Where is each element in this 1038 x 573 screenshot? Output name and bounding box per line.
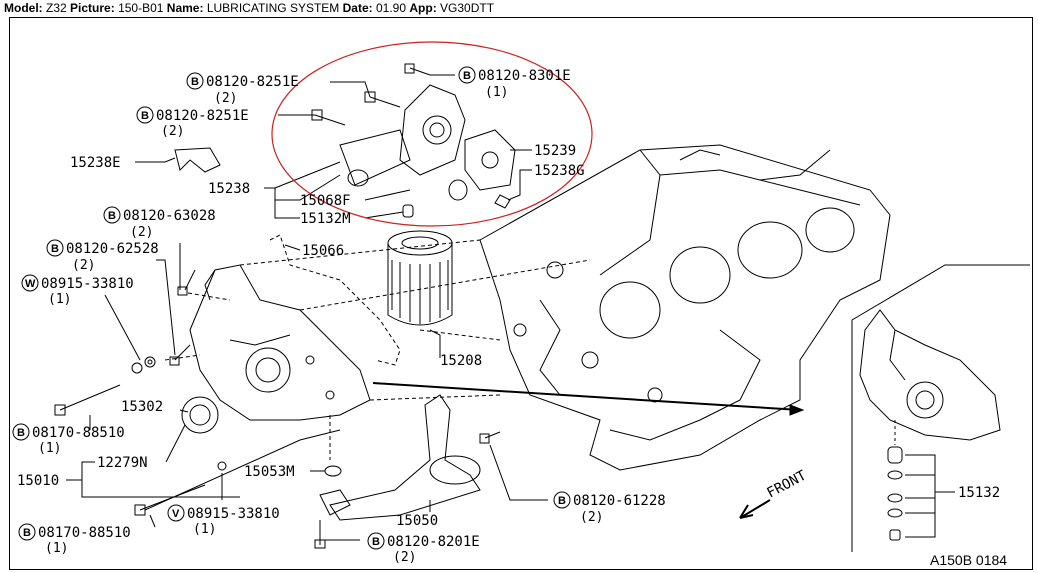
mark-b-4: B: [108, 210, 116, 222]
part-labels: 08120-8251E (2) 08120-8251E (2) 08120-83…: [17, 68, 1007, 568]
mark-v-1: V: [172, 508, 180, 520]
part-15066: 15066: [302, 243, 344, 259]
name-label: Name:: [166, 1, 204, 15]
app-label: App:: [409, 1, 437, 15]
picture-value: 150-B01: [118, 1, 164, 15]
mark-b-2: B: [141, 110, 149, 122]
mark-b-8: B: [558, 495, 566, 507]
qty-08170-88510-lower: (1): [45, 541, 68, 556]
mark-w-1: W: [25, 278, 36, 290]
date-value: 01.90: [376, 1, 407, 15]
part-15238: 15238: [208, 181, 250, 197]
bolts-drawing: [54, 63, 501, 549]
part-08120-8301E: 08120-8301E: [478, 68, 571, 84]
part-08120-63028: 08120-63028: [123, 208, 216, 224]
oil-strainer-drawing: [319, 394, 481, 521]
part-08120-61228: 08120-61228: [573, 493, 666, 509]
part-08120-8251E-lower: 08120-8251E: [156, 108, 249, 124]
part-15238G: 15238G: [534, 163, 585, 179]
qty-08120-62528: (2): [72, 258, 95, 273]
circled-marks: B B B B B W B V B B B: [12, 66, 571, 550]
qty-08120-61228: (2): [580, 510, 603, 525]
qty-08120-8251E-lower: (2): [161, 124, 184, 139]
dipstick-guide-drawing: [144, 429, 341, 511]
oil-pump-drawing: [189, 264, 371, 421]
part-08170-88510-lower: 08170-88510: [38, 525, 131, 541]
mark-b-3: B: [463, 70, 471, 82]
page-header: Model: Z32 Picture: 150-B01 Name: LUBRIC…: [0, 0, 1038, 18]
part-15302: 15302: [121, 399, 163, 415]
date-label: Date:: [342, 1, 373, 15]
mark-b-6: B: [17, 427, 25, 439]
front-seal-drawing: [181, 396, 219, 434]
mark-b-7: B: [23, 527, 31, 539]
diagram-frame: [9, 17, 1033, 570]
inset-pump-drawing: [859, 309, 1001, 541]
part-15050: 15050: [396, 513, 438, 529]
part-08915-33810-lower: 08915-33810: [187, 506, 280, 522]
qty-08120-63028: (2): [130, 225, 153, 240]
mark-b-9: B: [372, 536, 380, 548]
gasket-drawing: [269, 234, 401, 366]
part-08120-8251E-upper: 08120-8251E: [206, 74, 299, 90]
detail-arrow: [372, 382, 801, 411]
highlight-ellipse: [271, 41, 593, 227]
mark-b-1: B: [191, 76, 199, 88]
illustration-code: A150B 0184: [930, 552, 1007, 568]
oil-filter-drawing: [387, 230, 453, 326]
qty-08120-8301E: (1): [485, 85, 508, 100]
part-12279N: 12279N: [97, 455, 148, 471]
front-label: FRONT: [764, 467, 809, 501]
part-15053M: 15053M: [244, 464, 295, 480]
name-value: LUBRICATING SYSTEM: [206, 1, 340, 15]
part-15068F: 15068F: [300, 193, 351, 209]
part-15132M: 15132M: [300, 211, 351, 227]
bracket-15238E-drawing: [174, 147, 221, 173]
qty-08915-33810-lower: (1): [193, 522, 216, 537]
qty-08120-8201E: (2): [393, 550, 416, 565]
mark-b-5: B: [51, 243, 59, 255]
part-15238E: 15238E: [70, 155, 121, 171]
part-15132: 15132: [958, 485, 1000, 501]
app-value: VG30DTT: [440, 1, 495, 15]
engine-block-drawing: [479, 144, 891, 471]
part-08120-8201E: 08120-8201E: [387, 534, 480, 550]
part-15239: 15239: [534, 143, 576, 159]
dashed-guides: [164, 239, 591, 460]
front-arrow-icon: [739, 499, 771, 519]
part-08120-62528: 08120-62528: [66, 241, 159, 257]
leader-lines: [66, 74, 955, 541]
picture-label: Picture:: [70, 1, 115, 15]
qty-08120-8251E-upper: (2): [214, 91, 237, 106]
part-08170-88510-upper: 08170-88510: [32, 425, 125, 441]
model-value: Z32: [46, 1, 67, 15]
model-label: Model:: [4, 1, 43, 15]
part-15208: 15208: [440, 353, 482, 369]
detail-inset-frame: [851, 264, 1030, 552]
qty-08915-33810-upper: (1): [48, 292, 71, 307]
part-08915-33810-upper: 08915-33810: [41, 276, 134, 292]
qty-08170-88510-upper: (1): [38, 441, 61, 456]
part-15010: 15010: [17, 473, 59, 489]
oil-cooler-drawing: [174, 84, 516, 218]
